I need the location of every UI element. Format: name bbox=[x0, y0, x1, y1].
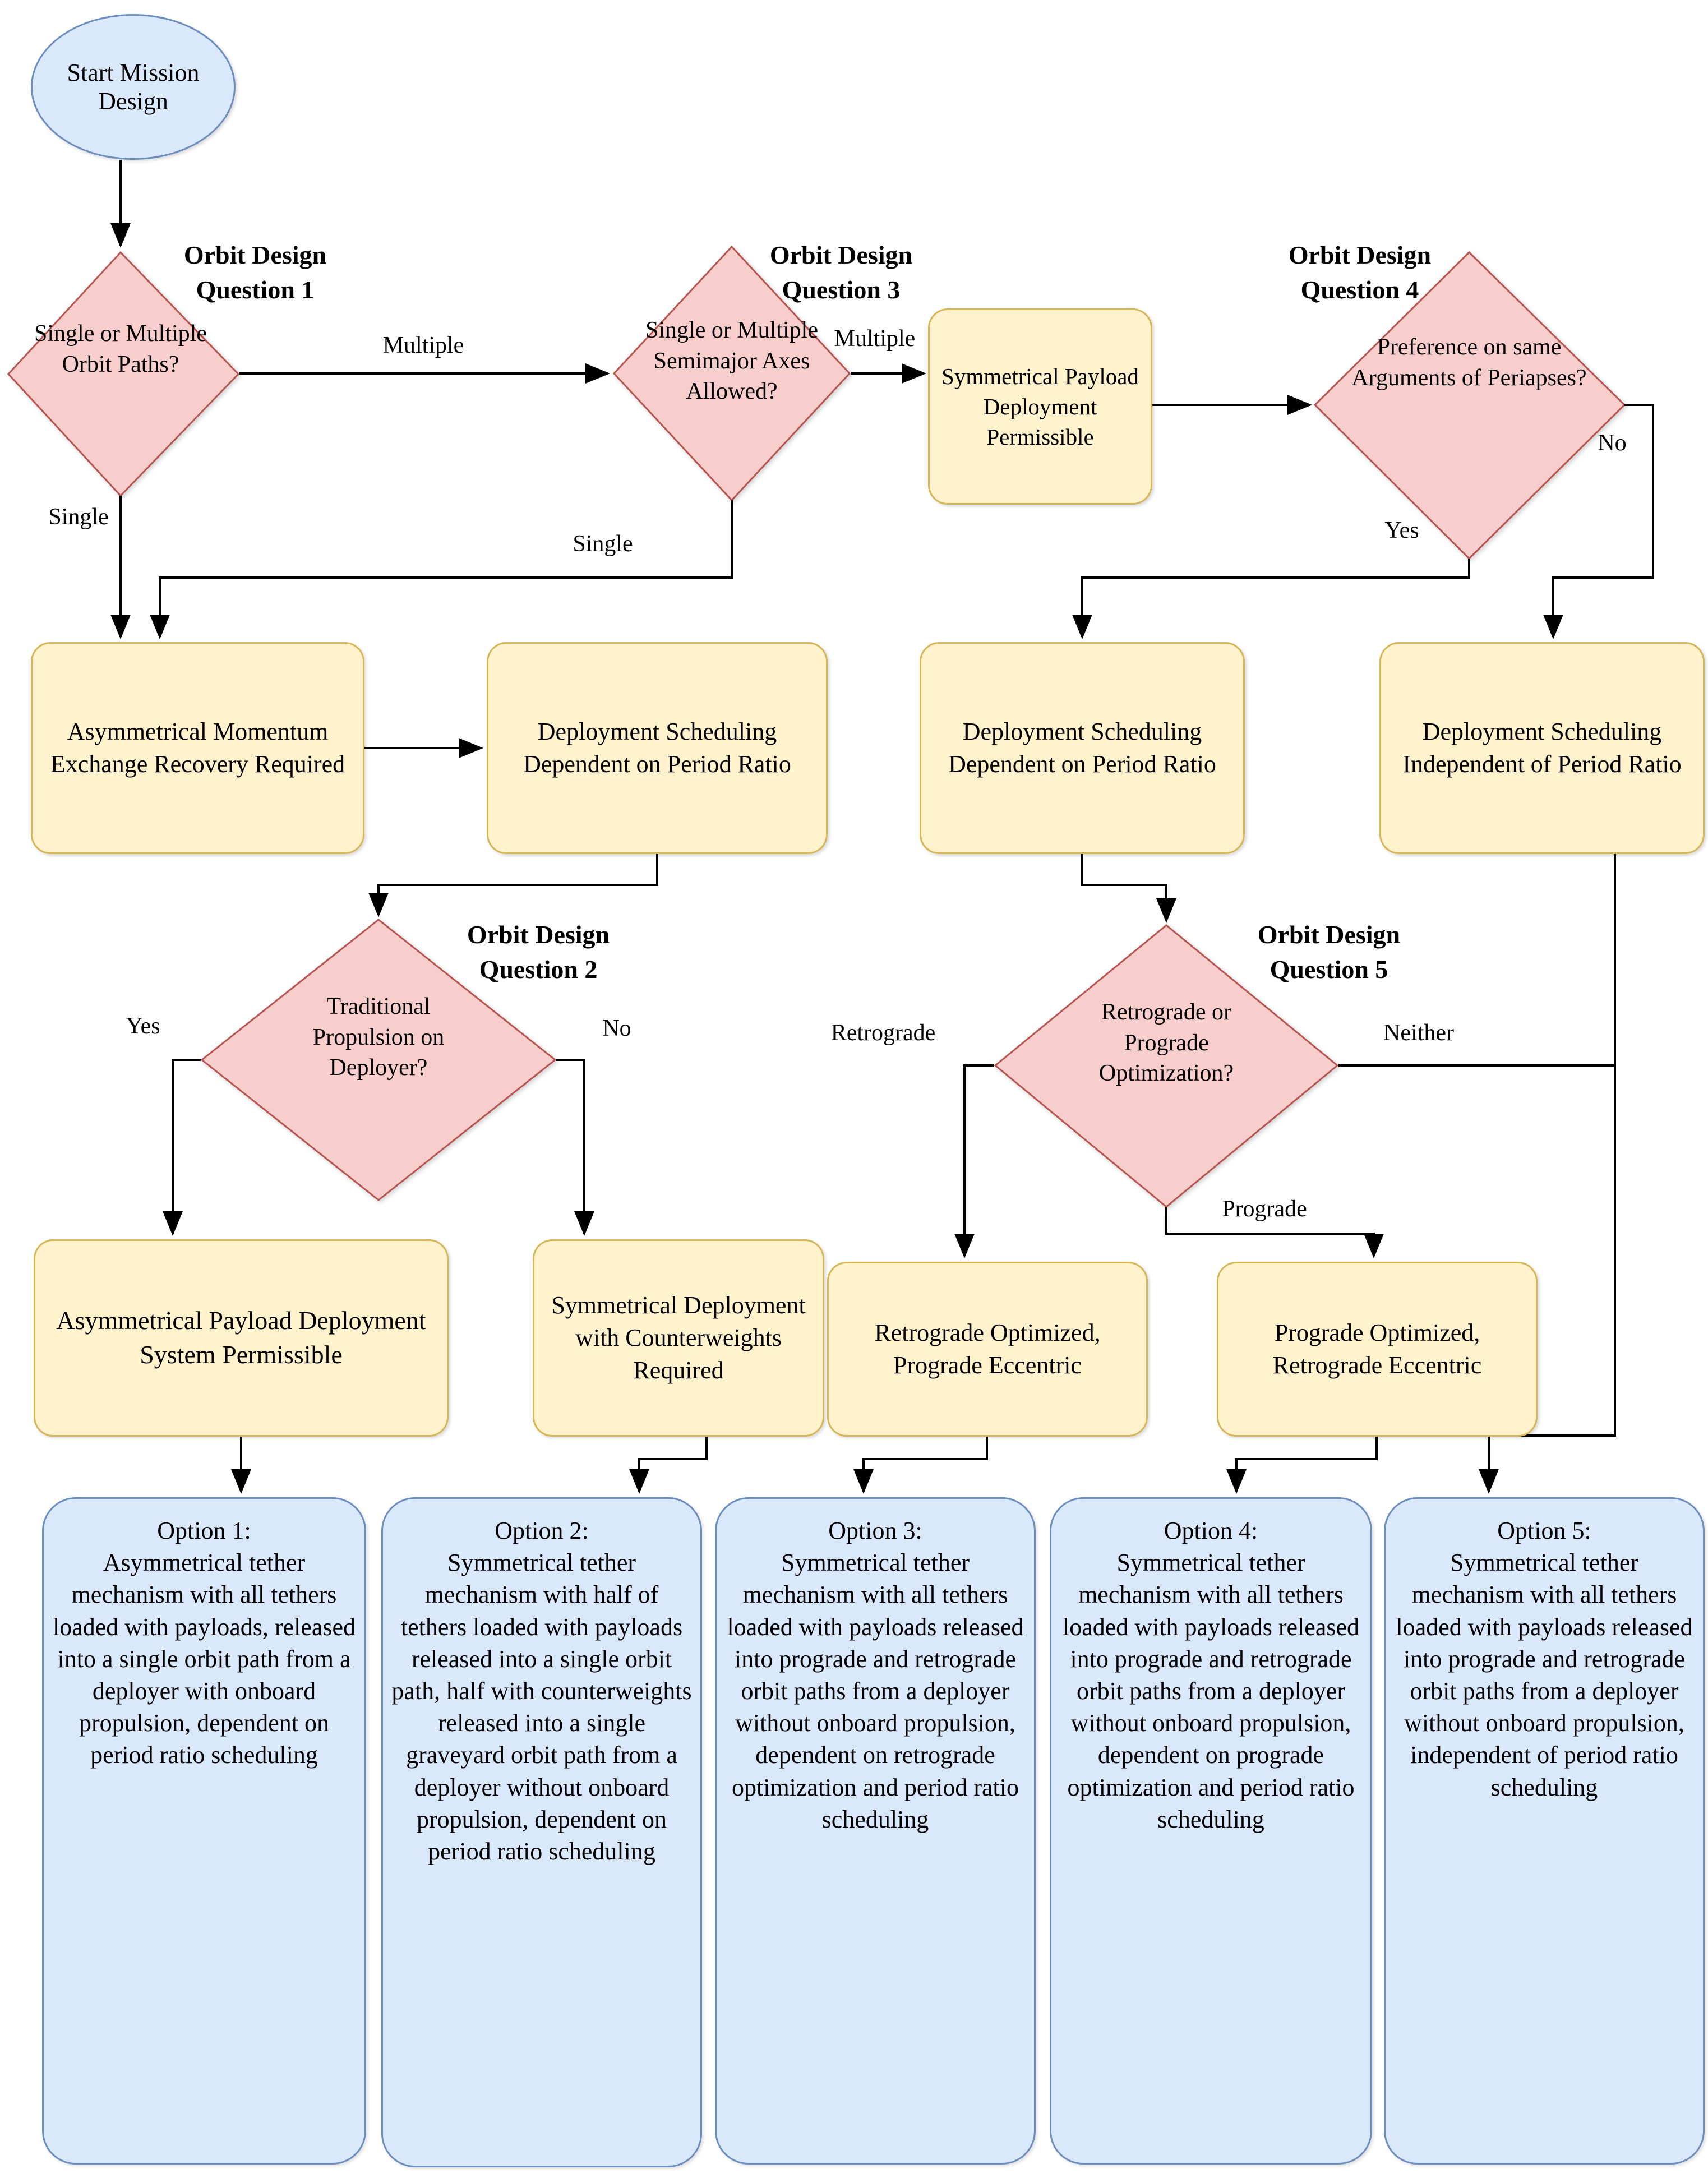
decision-q4-label: Preference on same Arguments of Periapse… bbox=[1351, 334, 1587, 391]
edge-independent-to-option5 bbox=[1479, 854, 1616, 1494]
process-label: Deployment Scheduling Dependent on Perio… bbox=[948, 717, 1216, 778]
start-label: Start Mission Design bbox=[67, 59, 200, 115]
process-label: Prograde Optimized, Retrograde Eccentric bbox=[1272, 1318, 1482, 1379]
process-prograde-optimized: Prograde Optimized, Retrograde Eccentric bbox=[1217, 1262, 1538, 1437]
edge-label-q2-no: No bbox=[602, 1016, 631, 1041]
option-3-label: Option 3: Symmetrical tether mechanism w… bbox=[727, 1517, 1024, 1833]
edge-q5-retrograde bbox=[954, 1064, 994, 1258]
q4-title: Orbit Design Question 4 bbox=[1288, 241, 1432, 304]
edge-proopt-to-option4 bbox=[1226, 1437, 1378, 1494]
process-dep-sched-dependent-left: Deployment Scheduling Dependent on Perio… bbox=[487, 642, 828, 854]
edge-q3-single bbox=[150, 500, 733, 639]
option-3-box: Option 3: Symmetrical tether mechanism w… bbox=[715, 1497, 1036, 2165]
process-label: Asymmetrical Momentum Exchange Recovery … bbox=[50, 717, 345, 778]
process-asym-payload-system: Asymmetrical Payload Deployment System P… bbox=[34, 1239, 449, 1437]
q3-title: Orbit Design Question 3 bbox=[769, 241, 913, 304]
decision-q3-label: Single or Multiple Semimajor Axes Allowe… bbox=[645, 317, 818, 405]
q1-title: Orbit Design Question 1 bbox=[183, 241, 327, 304]
option-5-box: Option 5: Symmetrical tether mechanism w… bbox=[1384, 1497, 1705, 2165]
edge-label-q5-prograde: Prograde bbox=[1222, 1196, 1307, 1222]
edge-q2-yes bbox=[163, 1059, 201, 1236]
edge-label-q3-single: Single bbox=[573, 531, 633, 557]
option-1-label: Option 1: Asymmetrical tether mechanism … bbox=[52, 1517, 356, 1769]
edge-depsched-to-q2 bbox=[368, 854, 658, 917]
option-4-box: Option 4: Symmetrical tether mechanism w… bbox=[1050, 1497, 1372, 2165]
q5-title: Orbit Design Question 5 bbox=[1257, 920, 1401, 984]
edge-label-q4-yes: Yes bbox=[1384, 518, 1419, 543]
edge-label-q5-retrograde: Retrograde bbox=[830, 1020, 936, 1046]
edge-q4-no bbox=[1543, 404, 1654, 639]
option-5-label: Option 5: Symmetrical tether mechanism w… bbox=[1396, 1517, 1693, 1801]
decision-q2-shape bbox=[200, 919, 557, 1201]
start-terminator: Start Mission Design bbox=[31, 14, 236, 160]
edge-label-q5-neither: Neither bbox=[1383, 1020, 1454, 1046]
edge-counterweights-to-option2 bbox=[629, 1437, 708, 1494]
edge-q5-prograde bbox=[1165, 1207, 1384, 1258]
edge-label-q4-no: No bbox=[1598, 430, 1627, 456]
edge-label-q1-multiple: Multiple bbox=[382, 333, 464, 358]
process-dep-sched-independent: Deployment Scheduling Independent of Per… bbox=[1379, 642, 1705, 854]
q2-title: Orbit Design Question 2 bbox=[467, 920, 610, 984]
edge-label-q2-yes: Yes bbox=[126, 1013, 160, 1039]
process-dep-sched-dependent-right: Deployment Scheduling Dependent on Perio… bbox=[920, 642, 1245, 854]
decision-q1-label: Single or Multiple Orbit Paths? bbox=[34, 321, 207, 377]
option-2-label: Option 2: Symmetrical tether mechanism w… bbox=[391, 1517, 692, 1865]
process-label: Symmetrical Payload Deployment Permissib… bbox=[941, 363, 1139, 450]
option-2-box: Option 2: Symmetrical tether mechanism w… bbox=[381, 1497, 702, 2167]
decision-q2-label: Traditional Propulsion on Deployer? bbox=[312, 994, 445, 1081]
decision-q5-label: Retrograde or Prograde Optimization? bbox=[1098, 999, 1234, 1087]
process-symmetrical-payload-permissible: Symmetrical Payload Deployment Permissib… bbox=[928, 308, 1152, 505]
option-4-label: Option 4: Symmetrical tether mechanism w… bbox=[1062, 1517, 1360, 1833]
edge-label-q3-multiple: Multiple bbox=[834, 326, 916, 352]
edge-q2-no bbox=[556, 1059, 594, 1236]
process-label: Asymmetrical Payload Deployment System P… bbox=[56, 1306, 426, 1369]
process-label: Deployment Scheduling Dependent on Perio… bbox=[523, 717, 791, 778]
process-label: Deployment Scheduling Independent of Per… bbox=[1402, 717, 1682, 778]
edge-q4-yes bbox=[1072, 559, 1470, 639]
edge-label-q1-single: Single bbox=[48, 504, 109, 530]
edge-depsched-to-q5 bbox=[1081, 854, 1176, 923]
process-retrograde-optimized: Retrograde Optimized, Prograde Eccentric bbox=[827, 1262, 1148, 1437]
option-1-box: Option 1: Asymmetrical tether mechanism … bbox=[42, 1497, 366, 2165]
process-asym-momentum-recovery: Asymmetrical Momentum Exchange Recovery … bbox=[31, 642, 364, 854]
process-sym-counterweights: Symmetrical Deployment with Counterweigh… bbox=[533, 1239, 824, 1437]
edge-retroopt-to-option3 bbox=[853, 1437, 988, 1494]
process-label: Symmetrical Deployment with Counterweigh… bbox=[551, 1291, 806, 1385]
process-label: Retrograde Optimized, Prograde Eccentric bbox=[874, 1318, 1101, 1379]
